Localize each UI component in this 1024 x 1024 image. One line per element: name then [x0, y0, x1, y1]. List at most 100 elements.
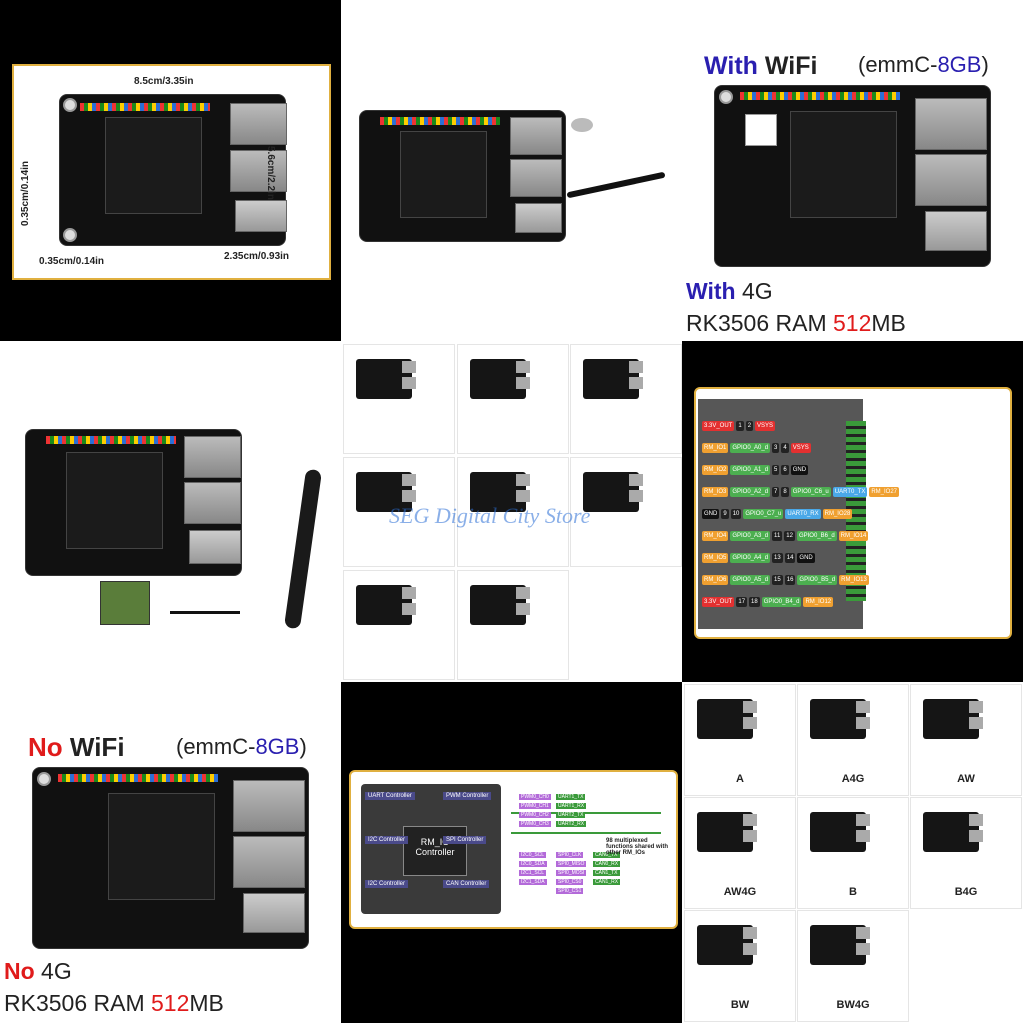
pin-label: GPIO0_C7_u: [743, 509, 784, 519]
function-signal: UART1_RX: [556, 803, 587, 809]
4g-word: 4G: [34, 958, 72, 984]
pin-label: 10: [730, 509, 742, 519]
antenna-icon: [283, 468, 323, 630]
function-signal: UART2_TX: [556, 812, 586, 818]
core-module: [66, 452, 163, 549]
variant-thumb: [343, 344, 455, 454]
pin-label: RM_IO27: [869, 487, 900, 497]
emmc-size: 8GB: [255, 734, 300, 759]
controller-item: CAN Controller: [443, 880, 490, 888]
cable-icon: [170, 611, 240, 614]
ethernet-port-2: [230, 150, 287, 192]
function-signal: SPI0_CLK: [556, 852, 584, 858]
emmc-label: (emmC-8GB): [858, 52, 989, 78]
variant-card: B: [797, 797, 909, 909]
pin-label: 17: [736, 597, 748, 607]
pin-label: 16: [784, 575, 796, 585]
bus-line: [511, 832, 661, 834]
variant-label: BW4G: [836, 999, 870, 1011]
variant-thumb: [570, 344, 682, 454]
function-signal: PWM0_CH2: [519, 812, 551, 818]
rmio-controller-box: RM_IO Controller: [403, 826, 467, 876]
dimension-card: 8.5cm/3.35in 5.6cm/2.2in 0.35cm/0.14in 0…: [12, 64, 331, 280]
function-signal: SPI0_MOSI: [556, 870, 587, 876]
usb-port: [243, 893, 305, 933]
gpio-header: [740, 92, 900, 100]
pin-label: GND: [797, 553, 815, 563]
wifi-heading: No WiFi: [28, 732, 125, 763]
function-signal: PWM0_CH3: [519, 821, 551, 827]
antenna-icon: [566, 171, 666, 199]
mount-hole: [63, 228, 77, 242]
function-signal: UART1_TX: [556, 794, 586, 800]
pin-label: RM_IO2: [702, 465, 729, 475]
function-signal: UART2_RX: [556, 821, 587, 827]
pin-label: GPIO0_A4_d: [730, 553, 771, 563]
function-signal: PWM0_CH0: [519, 794, 551, 800]
gpio-header: [46, 436, 176, 444]
4g-heading: No 4G: [4, 958, 72, 985]
function-signal: SPI0_MISO: [556, 861, 587, 867]
ethernet-port-1: [233, 780, 305, 832]
ram-size: 512: [151, 990, 190, 1016]
function-signal: CAN0_TX: [593, 852, 620, 858]
variant-card: B4G: [910, 797, 1022, 909]
pin-label: 14: [784, 553, 796, 563]
variant-card: BW4G: [797, 910, 909, 1022]
tile-dimensions: 8.5cm/3.35in 5.6cm/2.2in 0.35cm/0.14in 0…: [0, 0, 341, 341]
pin-label: RM_IO1: [702, 443, 729, 453]
variant-thumb: [343, 457, 455, 567]
pin-label: GPIO0_C6_u: [790, 487, 831, 497]
pin-label: 3.3V_OUT: [702, 421, 735, 431]
tile-no-wifi: No WiFi (emmC-8GB) No 4G RK3506 RAM 512M…: [0, 682, 341, 1023]
controller-item: I2C Controller: [365, 880, 409, 888]
emmc-prefix: (emmC-: [858, 52, 938, 77]
variant-card: AW: [910, 684, 1022, 796]
variant-card: A4G: [797, 684, 909, 796]
emmc-suffix: ): [299, 734, 307, 759]
variant-card: A: [684, 684, 796, 796]
rmio-label: RM_IO: [420, 837, 450, 847]
variant-card: BW: [684, 910, 796, 1022]
pin-label: 11: [772, 531, 783, 541]
controller-item: SPI Controller: [443, 836, 487, 844]
mount-hole: [63, 98, 77, 112]
variant-thumb: [343, 570, 455, 680]
pin-label: GND: [790, 465, 809, 475]
pin-label: GPIO0_B6_d: [796, 531, 837, 541]
pin-label: RM_IO4: [702, 531, 729, 541]
ram-unit: MB: [189, 990, 224, 1016]
pin-label: 12: [784, 531, 795, 541]
ethernet-port-1: [230, 103, 287, 145]
4g-word: 4G: [735, 278, 773, 304]
board-image: [32, 767, 309, 949]
variant-label: B: [849, 886, 857, 898]
function-signal: CAN1_TX: [593, 870, 620, 876]
pin-label: GPIO0_A0_d: [730, 443, 771, 453]
bottom-right-dimension: 2.35cm/0.93in: [224, 251, 290, 262]
board-image: [359, 110, 566, 242]
height-dimension: 5.6cm/2.2in: [265, 146, 276, 200]
function-signal: I2C0_SDA: [519, 861, 547, 867]
mount-hole: [719, 90, 733, 104]
ram-prefix: RK3506 RAM: [4, 990, 152, 1016]
function-signal: I2C1_SCL: [519, 870, 547, 876]
core-module: [108, 793, 215, 900]
pin-label: GND: [702, 509, 720, 519]
wifi-with-word: With: [704, 52, 758, 80]
variant-label: A4G: [841, 773, 865, 785]
tile-board-antenna: [341, 0, 682, 341]
ethernet-port-2: [233, 836, 305, 888]
emmc-suffix: ): [981, 52, 989, 77]
pin-label: GPIO0_A3_d: [730, 531, 771, 541]
pin-label: 6: [781, 465, 789, 475]
pin-label: 2: [745, 421, 754, 431]
ram-size: 512: [833, 310, 872, 336]
